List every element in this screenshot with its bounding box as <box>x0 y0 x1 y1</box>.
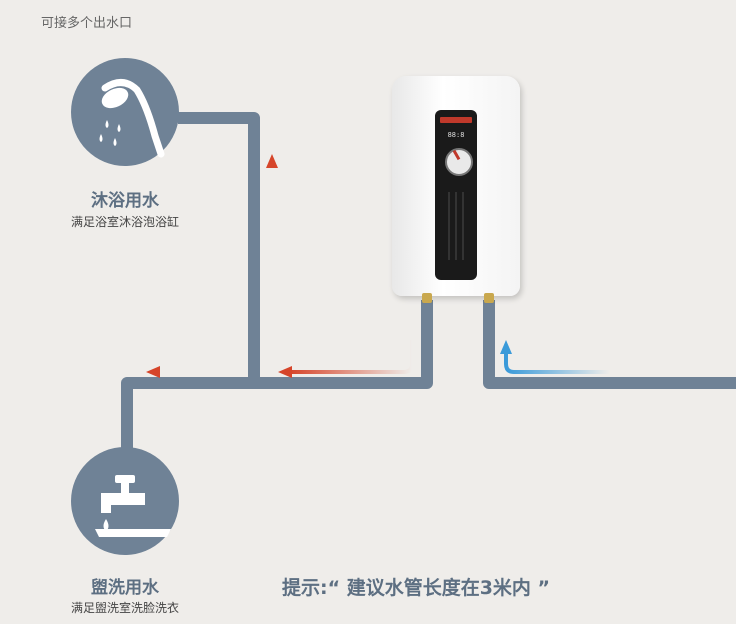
hot-arrow-main <box>290 340 414 374</box>
shower-outlet-badge <box>71 58 179 166</box>
panel-stripe <box>455 192 457 260</box>
shower-branch-pipe <box>178 112 260 383</box>
temperature-knob <box>445 148 473 176</box>
shower-outlet-title: 沐浴用水 <box>91 191 159 211</box>
cold-arrow <box>504 352 610 374</box>
sink-outlet-badge <box>71 447 179 555</box>
hot-water-pipe <box>121 300 433 455</box>
hot-outlet-fitting <box>422 293 432 303</box>
cold-inlet-fitting <box>484 293 494 303</box>
panel-stripe <box>462 192 464 260</box>
heater-display: 88:8 <box>447 131 465 139</box>
shower-icon <box>99 79 165 158</box>
cold-water-pipe <box>483 300 736 389</box>
faucet-icon <box>95 475 171 537</box>
sink-outlet-subtitle: 满足盥洗室洗脸洗衣 <box>70 601 179 615</box>
shower-outlet-subtitle: 满足浴室沐浴泡浴缸 <box>70 215 179 229</box>
heater-brand-logo <box>440 117 472 123</box>
pipe-length-tip: 提示:“ 建议水管长度在3米内 ” <box>282 577 551 599</box>
panel-stripe <box>448 192 450 260</box>
page-title: 可接多个出水口 <box>41 16 133 31</box>
sink-outlet-title: 盥洗用水 <box>91 578 159 598</box>
